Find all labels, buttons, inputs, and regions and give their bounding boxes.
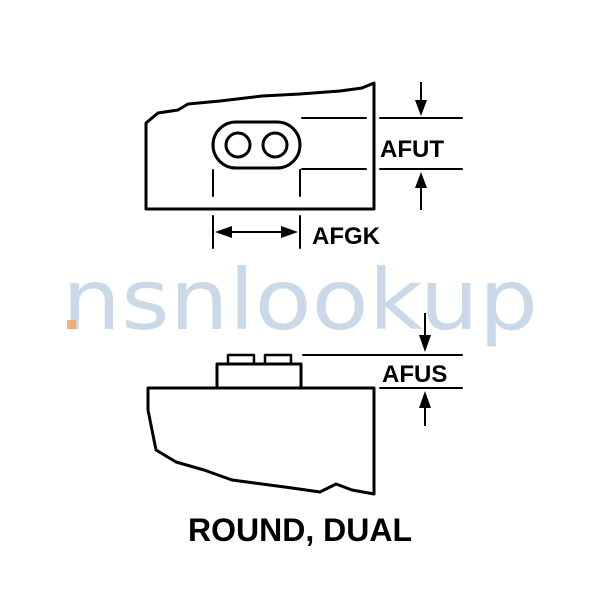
afgk-dimension: AFGK xyxy=(215,223,381,250)
hole-right xyxy=(261,131,289,159)
contact-pin-right xyxy=(263,353,293,366)
afus-arrow-down-icon xyxy=(419,335,431,352)
contact-block xyxy=(215,362,303,390)
hole-left xyxy=(224,131,252,159)
afus-label: AFUS xyxy=(382,361,447,388)
afut-arrow-up-icon xyxy=(415,172,427,188)
afus-arrow-up-icon xyxy=(419,391,431,408)
top-view-body-outline xyxy=(144,81,376,211)
afgk-label: AFGK xyxy=(312,223,381,250)
watermark-text: nsnlookup xyxy=(62,251,538,349)
watermark: nsnlookup xyxy=(62,251,538,349)
top-view xyxy=(144,81,463,249)
afgk-arrow-right-icon xyxy=(281,226,298,238)
afut-dimension: AFUT xyxy=(380,82,444,210)
dual-hole-plate xyxy=(211,120,302,170)
diagram-caption: ROUND, DUAL xyxy=(188,512,412,548)
side-view-body-outline xyxy=(146,386,376,496)
afut-arrow-down-icon xyxy=(415,100,427,116)
afut-label: AFUT xyxy=(380,136,444,163)
watermark-accent-dot xyxy=(67,320,76,329)
side-view xyxy=(146,353,463,496)
contact-pin-left xyxy=(226,353,256,366)
afus-dimension: AFUS xyxy=(382,313,447,426)
afgk-arrow-left-icon xyxy=(215,226,232,238)
